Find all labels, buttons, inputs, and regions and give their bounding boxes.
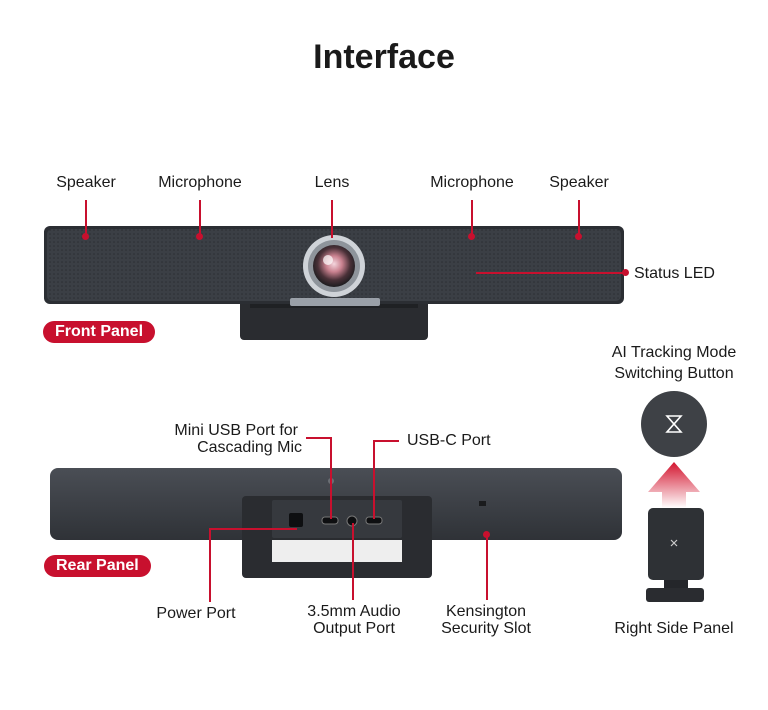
label-audio-line2: Output Port xyxy=(313,620,395,637)
leader-microphone-right xyxy=(471,200,473,237)
rear-panel-device xyxy=(50,468,622,578)
leader-kensington xyxy=(486,535,488,600)
label-kensington-line2: Security Slot xyxy=(441,620,531,637)
label-audio-line1: 3.5mm Audio xyxy=(307,603,401,620)
label-microphone-left: Microphone xyxy=(158,174,242,191)
label-speaker-right: Speaker xyxy=(549,174,609,191)
label-power-port: Power Port xyxy=(156,605,236,622)
side-panel-device xyxy=(641,391,707,602)
label-lens: Lens xyxy=(314,174,350,191)
label-right-side-panel: Right Side Panel xyxy=(614,620,734,637)
leader-speaker-right xyxy=(578,200,580,237)
pointer-status-led xyxy=(622,269,629,276)
label-microphone-right: Microphone xyxy=(430,174,514,191)
label-speaker-left: Speaker xyxy=(56,174,116,191)
leader-lens xyxy=(331,200,333,238)
leader-audio xyxy=(352,523,354,600)
leader-microphone-left xyxy=(199,200,201,237)
leader-mini-usb xyxy=(306,437,332,439)
pointer-kensington xyxy=(483,531,490,538)
pointer-speaker-right xyxy=(575,233,582,240)
leader-usb-c-drop xyxy=(373,440,375,519)
leader-power-drop xyxy=(209,528,211,602)
rear-panel-badge: Rear Panel xyxy=(44,555,151,577)
page-title: Interface xyxy=(313,38,455,76)
front-panel-badge: Front Panel xyxy=(43,321,156,343)
leader-speaker-left xyxy=(85,200,87,237)
label-mini-usb-line2: Cascading Mic xyxy=(197,439,302,456)
label-kensington-line1: Kensington xyxy=(445,603,527,620)
label-status-led: Status LED xyxy=(634,265,715,282)
front-panel-device xyxy=(44,226,624,340)
pointer-microphone-left xyxy=(196,233,203,240)
label-ai-tracking-line1: AI Tracking Mode xyxy=(611,344,737,361)
leader-status-led xyxy=(476,272,626,274)
label-usb-c: USB-C Port xyxy=(407,432,491,449)
pointer-microphone-right xyxy=(468,233,475,240)
label-ai-tracking-line2: Switching Button xyxy=(614,365,734,382)
pointer-speaker-left xyxy=(82,233,89,240)
leader-power xyxy=(209,528,297,530)
leader-mini-usb-drop xyxy=(330,437,332,519)
label-mini-usb-line1: Mini USB Port for xyxy=(174,422,298,439)
leader-usb-c xyxy=(373,440,399,442)
